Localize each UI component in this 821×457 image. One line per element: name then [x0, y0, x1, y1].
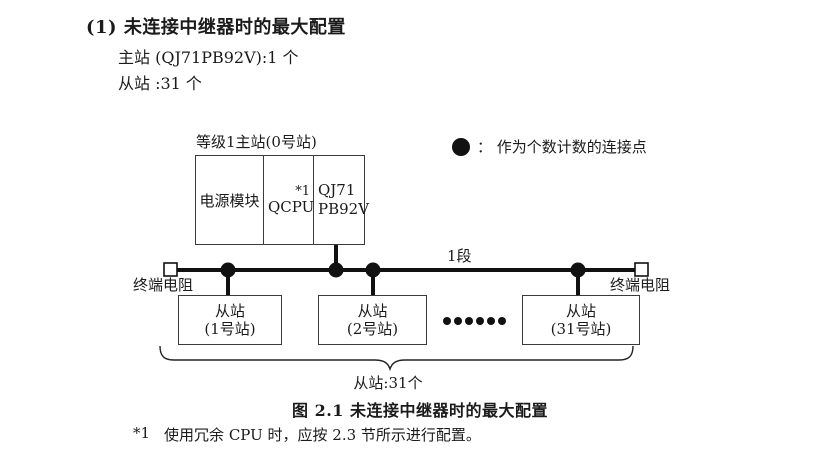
slave-station-1-box: 从站 (1号站): [178, 295, 282, 345]
connection-dot: [570, 262, 586, 278]
legend: ： 作为个数计数的连接点: [452, 136, 647, 157]
slave-station-2-box: 从站 (2号站): [318, 295, 427, 345]
master-station-box: 电源模块 *1 QCPU QJ71 PB92V: [195, 155, 370, 245]
slave1-line2: (1号站): [204, 320, 256, 338]
slave-total-label: 从站:31个: [353, 374, 423, 392]
figure-caption: 图 2.1 未连接中继器时的最大配置: [292, 401, 548, 420]
slave-count-line: 从站 :31 个: [118, 74, 202, 93]
footnote-marker: *1: [133, 424, 151, 442]
master-count-line: 主站 (QJ71PB92V):1 个: [118, 48, 299, 67]
power-module-name: 电源模块: [199, 191, 260, 210]
connection-dot: [365, 262, 381, 278]
footnote-text: 使用冗余 CPU 时，应按 2.3 节所示进行配置。: [164, 426, 481, 444]
legend-label: ： 作为个数计数的连接点: [477, 138, 647, 156]
connection-dot: [328, 262, 344, 278]
pb92v-cell: QJ71 PB92V: [314, 156, 370, 244]
connection-dot-icon: [452, 137, 470, 156]
slave-station-31-box: 从站 (31号站): [522, 295, 640, 345]
brace: [159, 345, 634, 372]
ellipsis-dots: [443, 317, 506, 325]
slave2-line2: (2号站): [346, 320, 399, 338]
pb92v-name-line1: QJ71: [318, 181, 356, 199]
qcpu-name: QCPU: [268, 197, 315, 216]
section-heading: (1) 未连接中继器时的最大配置: [86, 17, 346, 38]
qcpu-footnote-marker: *1: [295, 183, 310, 199]
slave2-line1: 从站: [357, 302, 388, 320]
master-station-label: 等级1主站(0号站): [196, 133, 317, 151]
slave1-line1: 从站: [214, 302, 245, 320]
pb92v-name-line2: PB92V: [318, 200, 370, 218]
slave31-line2: (31号站): [550, 320, 612, 338]
footnote: *1 使用冗余 CPU 时，应按 2.3 节所示进行配置。: [133, 424, 481, 445]
terminator-right-label: 终端电阻: [610, 276, 671, 294]
terminator-left-label: 终端电阻: [133, 276, 194, 294]
qcpu-cell: *1 QCPU: [264, 156, 314, 244]
power-module-cell: 电源模块: [196, 156, 264, 244]
segment-label: 1段: [447, 247, 472, 265]
slave31-line1: 从站: [565, 302, 596, 320]
connection-dot: [220, 262, 236, 278]
